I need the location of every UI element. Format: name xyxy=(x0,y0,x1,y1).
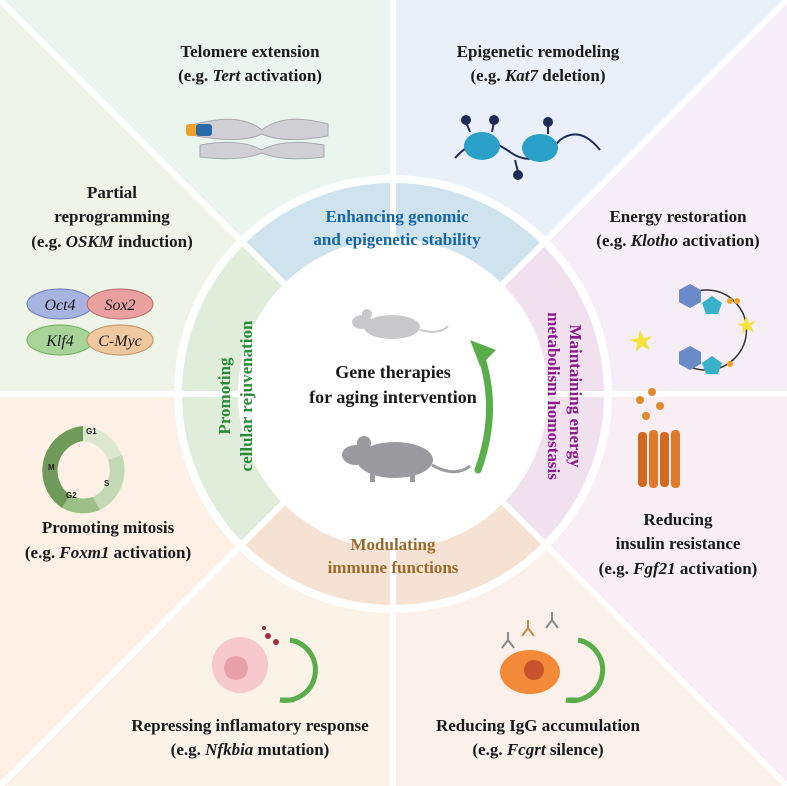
igg-title: Reducing IgG accumulation xyxy=(436,716,641,735)
factor-klf4: Klf4 xyxy=(45,333,74,350)
cell-cycle-m: M xyxy=(48,463,55,472)
insulin-title-line2: insulin resistance xyxy=(616,534,741,553)
metabolism-cycle-icon xyxy=(630,284,756,374)
telomere-title: Telomere extension xyxy=(180,42,320,61)
telomere-example: (e.g. Tert activation) xyxy=(178,66,322,85)
inner-genomic-line2: and epigenetic stability xyxy=(313,230,481,249)
reprog-title-line1: Partial xyxy=(87,183,137,202)
mitosis-example: (e.g. Foxm1 activation) xyxy=(25,543,191,562)
young-mouse-icon xyxy=(352,309,449,339)
reprog-title-line2: reprogramming xyxy=(54,207,170,226)
inner-energy-line1: Maintaining energy xyxy=(566,324,585,468)
inner-ring-border xyxy=(174,175,612,613)
rejuvenation-arrow-icon xyxy=(470,340,496,474)
inner-immune-line1: Modulating xyxy=(350,535,436,554)
nucleosome-icon xyxy=(454,115,601,180)
cell-cycle-icon: G1 S G2 M xyxy=(42,426,125,514)
chromosome-icon xyxy=(186,118,329,160)
inflam-example: (e.g. Nfkbia mutation) xyxy=(171,740,330,759)
inner-rejuv-label: Promoting cellular rejuvenation xyxy=(215,320,256,471)
center-title-line2: for aging intervention xyxy=(309,387,477,407)
inflam-title: Repressing inflamatory response xyxy=(131,716,369,735)
inner-immune-line2: immune functions xyxy=(328,558,459,577)
old-mouse-icon xyxy=(342,436,471,482)
inner-energy-line2: metabolism homostasis xyxy=(544,312,563,480)
cell-cycle-s: S xyxy=(104,479,110,488)
inner-genomic-line1: Enhancing genomic xyxy=(325,207,469,226)
mitosis-title: Promoting mitosis xyxy=(42,518,175,537)
reprog-example: (e.g. OSKM induction) xyxy=(31,232,193,251)
factor-sox2: Sox2 xyxy=(104,297,135,314)
center-circle xyxy=(238,239,548,549)
inflamed-cell-icon xyxy=(212,626,318,703)
cell-igg-icon xyxy=(500,612,606,704)
epigenetic-example: (e.g. Kat7 deletion) xyxy=(470,66,605,85)
receptor-icon xyxy=(636,388,680,488)
cell-cycle-g1: G1 xyxy=(86,427,97,436)
factor-cmyc: C-Myc xyxy=(98,333,142,350)
epigenetic-title: Epigenetic remodeling xyxy=(457,42,620,61)
insulin-example: (e.g. Fgf21 activation) xyxy=(599,559,758,578)
cell-cycle-g2: G2 xyxy=(66,491,77,500)
inner-rejuv-line1: Promoting xyxy=(215,357,234,435)
inner-energy-label: Maintaining energy metabolism homostasis xyxy=(544,312,585,480)
center-title-line1: Gene therapies xyxy=(335,362,450,382)
yamanaka-factors: Oct4 Sox2 Klf4 C-Myc xyxy=(26,288,154,356)
energy-example: (e.g. Klotho activation) xyxy=(596,231,759,250)
insulin-title-line1: Reducing xyxy=(644,510,713,529)
inner-rejuv-line2: cellular rejuvenation xyxy=(237,320,256,471)
energy-title: Energy restoration xyxy=(609,207,747,226)
igg-example: (e.g. Fcgrt silence) xyxy=(472,740,603,759)
factor-oct4: Oct4 xyxy=(44,297,75,314)
